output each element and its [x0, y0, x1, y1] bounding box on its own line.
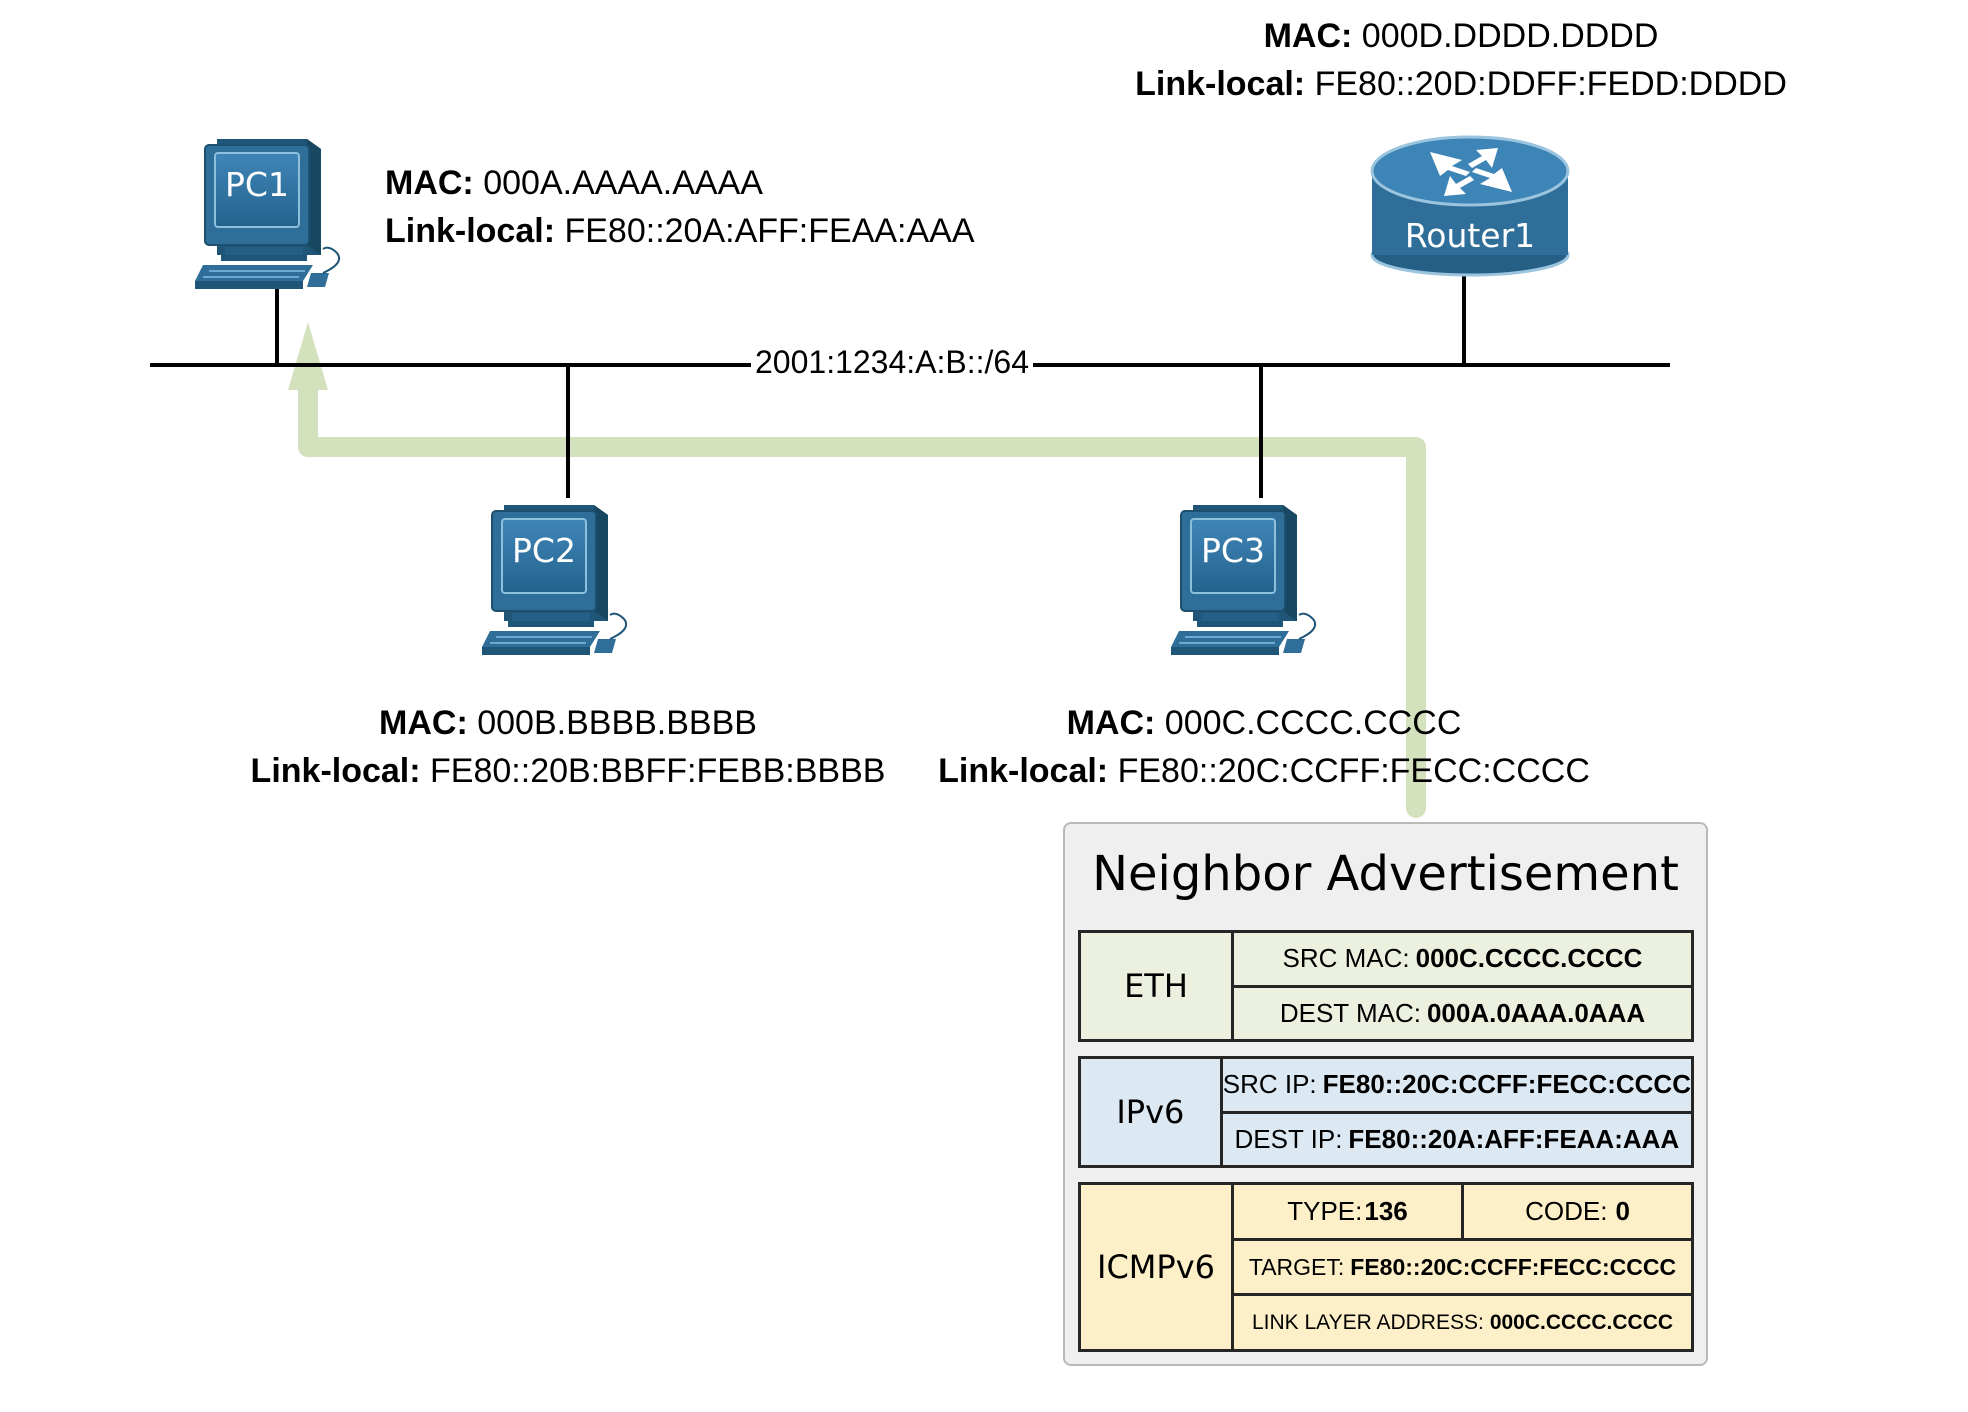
- pc1-name: PC1: [225, 165, 289, 204]
- pc1-mac: 000A.AAAA.AAAA: [483, 164, 763, 202]
- ipv6-src-ip-row: SRC IP:FE80::20C:CCFF:FECC:CCCC: [1223, 1059, 1691, 1111]
- pc1-link-local: FE80::20A:AFF:FEAA:AAA: [564, 212, 975, 250]
- eth-header: ETH SRC MAC:000C.CCCC.CCCC DEST MAC:000A…: [1078, 930, 1694, 1042]
- icmpv6-type-code-row: TYPE:136 CODE:0: [1234, 1185, 1691, 1238]
- ipv6-src-ip: FE80::20C:CCFF:FECC:CCCC: [1322, 1069, 1691, 1100]
- icmpv6-type-key: TYPE:: [1287, 1195, 1363, 1226]
- segment-prefix-label: 2001:1234:A:B::/64: [751, 344, 1033, 381]
- router1-mac-key: MAC:: [1263, 17, 1353, 55]
- pc2-info: MAC: 000B.BBBB.BBBB Link-local: FE80::20…: [251, 699, 886, 795]
- icmpv6-target-key: TARGET:: [1248, 1253, 1345, 1280]
- ipv6-dest-ip-row: DEST IP:FE80::20A:AFF:FEAA:AAA: [1222, 1110, 1691, 1166]
- pc1-mac-key: MAC:: [385, 164, 474, 202]
- router1-ll-key: Link-local:: [1135, 65, 1306, 103]
- na-flow-arrow: [298, 370, 1426, 818]
- icmpv6-target: FE80::20C:CCFF:FECC:CCCC: [1350, 1253, 1677, 1280]
- icmpv6-lla-key: LINK LAYER ADDRESS:: [1251, 1310, 1484, 1334]
- router1-mac: 000D.DDDD.DDDD: [1361, 17, 1659, 55]
- icmpv6-type-cell: TYPE:136: [1234, 1185, 1461, 1238]
- pc1-info: MAC: 000A.AAAA.AAAA Link-local: FE80::20…: [385, 159, 975, 255]
- icmpv6-type: 136: [1364, 1195, 1408, 1226]
- ipv6-dest-ip: FE80::20A:AFF:FEAA:AAA: [1348, 1123, 1680, 1154]
- ipv6-header-name: IPv6: [1081, 1059, 1223, 1165]
- pc3-mac-key: MAC:: [1066, 704, 1156, 742]
- pc3-info: MAC: 000C.CCCC.CCCC Link-local: FE80::20…: [938, 699, 1590, 795]
- pc2-link-local: FE80::20B:BBFF:FEBB:BBBB: [430, 752, 886, 790]
- icmpv6-lla: 000C.CCCC.CCCC: [1489, 1310, 1674, 1334]
- pc3-name: PC3: [1201, 531, 1265, 570]
- pc1-computer-icon[interactable]: PC1: [194, 138, 341, 290]
- icmpv6-header: ICMPv6 TYPE:136 CODE:0 TARGET:FE80::20C:…: [1078, 1182, 1694, 1352]
- icmpv6-lla-row: LINK LAYER ADDRESS:000C.CCCC.CCCC: [1234, 1293, 1691, 1349]
- router1-name: Router1: [1405, 216, 1535, 255]
- eth-dest-mac: 000A.0AAA.0AAA: [1426, 997, 1646, 1028]
- router1-link-local: FE80::20D:DDFF:FEDD:DDDD: [1314, 65, 1787, 103]
- eth-src-mac-key: SRC MAC:: [1282, 943, 1410, 974]
- eth-header-name: ETH: [1081, 933, 1234, 1039]
- pc2-computer-icon[interactable]: PC2: [481, 504, 628, 656]
- ipv6-src-ip-key: SRC IP:: [1222, 1069, 1317, 1100]
- pc2-name: PC2: [512, 531, 576, 570]
- pc3-mac: 000C.CCCC.CCCC: [1164, 704, 1462, 742]
- eth-dest-mac-key: DEST MAC:: [1279, 997, 1421, 1028]
- neighbor-advertisement-packet: Neighbor Advertisement ETH SRC MAC:000C.…: [1063, 822, 1708, 1366]
- pc3-link-local: FE80::20C:CCFF:FECC:CCCC: [1117, 752, 1590, 790]
- pc2-mac: 000B.BBBB.BBBB: [477, 704, 757, 742]
- pc3-computer-icon[interactable]: PC3: [1170, 504, 1317, 656]
- router1-info: MAC: 000D.DDDD.DDDD Link-local: FE80::20…: [1135, 12, 1787, 108]
- pc2-mac-key: MAC:: [379, 704, 468, 742]
- ipv6-header: IPv6 SRC IP:FE80::20C:CCFF:FECC:CCCC DES…: [1078, 1056, 1694, 1168]
- eth-src-mac: 000C.CCCC.CCCC: [1415, 943, 1643, 974]
- icmpv6-code-cell: CODE:0: [1461, 1185, 1691, 1238]
- pc2-ll-key: Link-local:: [250, 752, 421, 790]
- icmpv6-code: 0: [1615, 1195, 1630, 1226]
- icmpv6-code-key: CODE:: [1525, 1195, 1608, 1226]
- eth-src-mac-row: SRC MAC:000C.CCCC.CCCC: [1234, 933, 1691, 985]
- packet-title: Neighbor Advertisement: [1092, 846, 1679, 902]
- pc1-ll-key: Link-local:: [385, 212, 556, 250]
- eth-dest-mac-row: DEST MAC:000A.0AAA.0AAA: [1234, 984, 1691, 1040]
- icmpv6-target-row: TARGET:FE80::20C:CCFF:FECC:CCCC: [1234, 1237, 1691, 1294]
- router1-icon[interactable]: Router1: [1370, 135, 1570, 277]
- ipv6-dest-ip-key: DEST IP:: [1234, 1123, 1343, 1154]
- icmpv6-header-name: ICMPv6: [1081, 1185, 1234, 1349]
- na-flow-arrowhead: [288, 322, 328, 390]
- pc3-ll-key: Link-local:: [938, 752, 1109, 790]
